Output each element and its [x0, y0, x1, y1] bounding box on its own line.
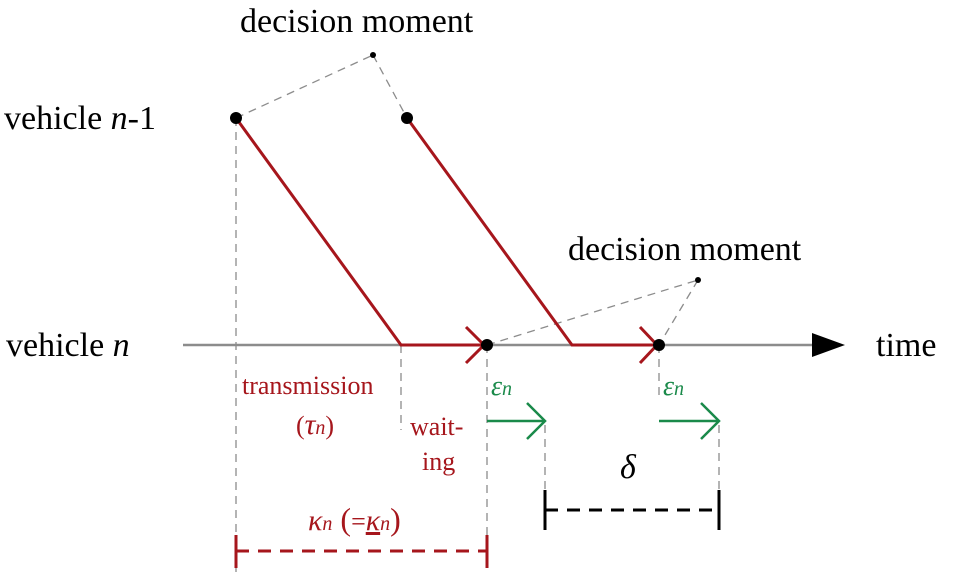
- tau-close: ): [325, 411, 334, 440]
- epsilon-2-sub: n: [674, 378, 684, 400]
- kappa-eq: =: [351, 507, 366, 536]
- decision-moment-top-label: decision moment: [240, 3, 474, 40]
- epsilon-1-label: εn: [491, 371, 512, 402]
- tau-label: (τn): [296, 408, 334, 441]
- transmission-label: transmission: [242, 371, 373, 400]
- vehicle-prev-n: n: [111, 100, 128, 137]
- dot-decision-moment-top: [370, 52, 376, 58]
- vertical-guides: [235, 118, 720, 572]
- decision-moment-mid-label: decision moment: [568, 231, 802, 268]
- dot-decision-2: [653, 339, 665, 351]
- epsilon-arrow-1-head-icon: [526, 402, 547, 440]
- kappa-label: κn(=κn): [308, 501, 401, 537]
- epsilon-arrow-2-head-icon: [700, 402, 721, 440]
- delta-interval: [543, 490, 721, 530]
- decision-pointer-top-left: [235, 54, 374, 119]
- vehicle-curr-n: n: [113, 327, 130, 364]
- vehicle-prev-prefix: vehicle: [4, 100, 111, 137]
- dot-send-1: [230, 112, 242, 124]
- vehicle-curr-label: vehicle n: [6, 327, 130, 364]
- transmission-path-1: [234, 117, 484, 347]
- time-label: time: [876, 327, 936, 364]
- kappa-under-sub: n: [380, 513, 390, 535]
- kappa-sub: n: [322, 513, 332, 535]
- waiting-label-1: wait-: [410, 412, 463, 441]
- vehicle-prev-label: vehicle n-1: [4, 100, 156, 137]
- time-axis-arrowhead-icon: [812, 333, 845, 357]
- event-dots: [230, 52, 701, 351]
- epsilon-arrows: [487, 402, 721, 440]
- waiting-label-2: ing: [422, 447, 455, 476]
- dot-send-2: [401, 112, 413, 124]
- decision-pointer-mid-left: [486, 279, 699, 346]
- tau-open: (: [296, 411, 305, 440]
- epsilon-1-symbol: ε: [491, 371, 502, 402]
- delta-label: δ: [620, 449, 637, 486]
- decision-pointers: [235, 54, 699, 346]
- dot-decision-1: [481, 339, 493, 351]
- tau-sub: n: [315, 417, 325, 439]
- tau-symbol: τ: [305, 408, 317, 441]
- kappa-interval: [234, 535, 489, 568]
- epsilon-2-symbol: ε: [663, 371, 674, 402]
- epsilon-1-sub: n: [502, 378, 512, 400]
- transmission-path-2: [405, 117, 657, 347]
- kappa-symbol: κ: [308, 504, 323, 537]
- kappa-under-symbol: κ: [366, 504, 381, 537]
- decision-pointer-mid-right: [658, 279, 699, 346]
- decision-pointer-top-right: [372, 54, 408, 119]
- kappa-close: ): [390, 501, 401, 537]
- dot-decision-moment-mid: [695, 277, 701, 283]
- vehicle-curr-prefix: vehicle: [6, 327, 113, 364]
- kappa-open: (: [340, 501, 351, 537]
- epsilon-2-label: εn: [663, 371, 684, 402]
- vehicle-prev-suffix: -1: [128, 100, 156, 137]
